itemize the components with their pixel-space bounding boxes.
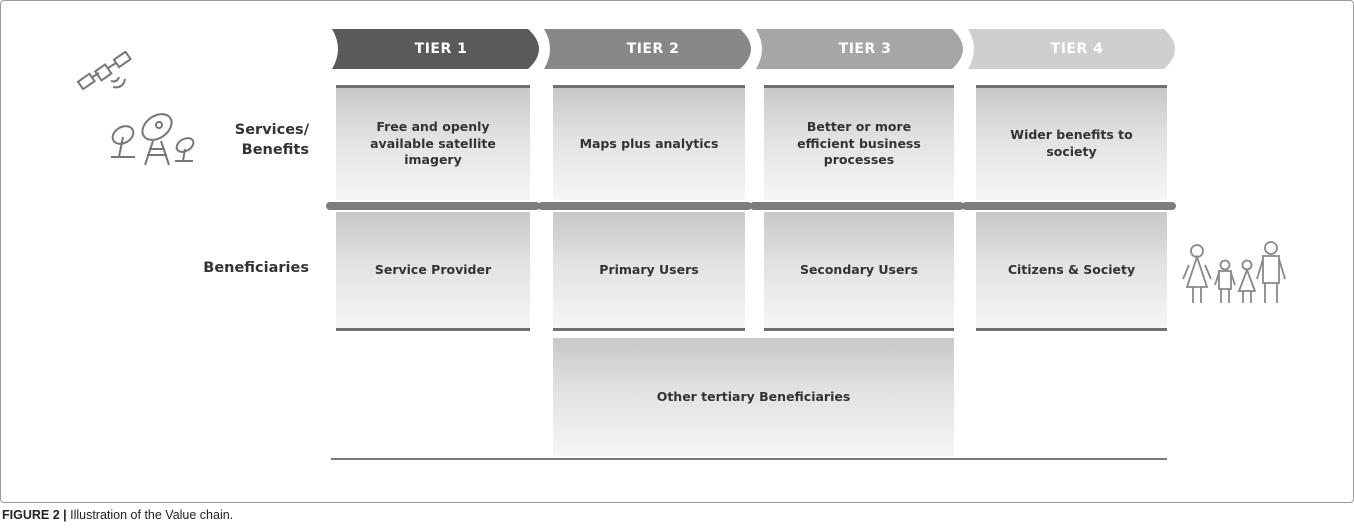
service-cell-tier-1: Free and openly available satellite imag…: [336, 85, 530, 200]
beneficiary-cell-tier-4: Citizens & Society: [976, 212, 1167, 331]
service-text-tier-2: Maps plus analytics: [579, 135, 719, 151]
services-benefits-text: Services/ Benefits: [234, 122, 309, 158]
tier-2-label: TIER 2: [626, 41, 680, 57]
beneficiary-cell-tier-1: Service Provider: [336, 212, 530, 331]
divider-bar-tier-4: [962, 202, 1176, 210]
figure-caption: FIGURE 2 | Illustration of the Value cha…: [2, 508, 233, 522]
tier-4-label: TIER 4: [1050, 41, 1104, 57]
service-text-tier-1: Free and openly available satellite imag…: [370, 118, 496, 168]
beneficiary-text-tier-3: Secondary Users: [799, 261, 919, 277]
service-cell-tier-2: Maps plus analytics: [553, 85, 745, 200]
divider-bar-tier-1: [326, 202, 540, 210]
beneficiary-text-tier-4: Citizens & Society: [1007, 261, 1136, 277]
caption-label: FIGURE 2 |: [2, 508, 67, 522]
tier-1-chevron: TIER 1: [332, 29, 550, 69]
beneficiaries-label: Beneficiaries: [203, 260, 309, 276]
divider-bar-tier-2: [538, 202, 752, 210]
satellite-dish-icon: [111, 113, 195, 166]
tertiary-beneficiaries-text: Other tertiary Beneficiaries: [656, 388, 851, 404]
services-benefits-label: Services/ Benefits: [181, 121, 309, 160]
tier-3-label: TIER 3: [838, 41, 892, 57]
divider-bar-tier-3: [750, 202, 964, 210]
bottom-rule: [331, 458, 1167, 460]
tier-3-chevron: TIER 3: [756, 29, 974, 69]
service-cell-tier-3: Better or more efficient business proces…: [764, 85, 954, 200]
beneficiary-text-tier-1: Service Provider: [374, 261, 492, 277]
tertiary-beneficiaries-cell: Other tertiary Beneficiaries: [553, 338, 954, 456]
tier-1-label: TIER 1: [414, 41, 468, 57]
beneficiary-cell-tier-2: Primary Users: [553, 212, 745, 331]
service-text-tier-3: Better or more efficient business proces…: [797, 118, 921, 168]
figure-frame: TIER 1 TIER 2 TIER 3 TIER 4 Services/ Be…: [0, 0, 1354, 503]
tier-2-chevron: TIER 2: [544, 29, 762, 69]
tier-4-chevron: TIER 4: [968, 29, 1186, 69]
service-text-tier-4: Wider benefits to society: [1010, 127, 1133, 159]
beneficiary-text-tier-2: Primary Users: [599, 261, 699, 277]
satellite-icon: [76, 51, 132, 91]
beneficiary-cell-tier-3: Secondary Users: [764, 212, 954, 331]
family-icon: [1182, 241, 1286, 303]
caption-text: Illustration of the Value chain.: [66, 508, 234, 522]
service-cell-tier-4: Wider benefits to society: [976, 85, 1167, 200]
